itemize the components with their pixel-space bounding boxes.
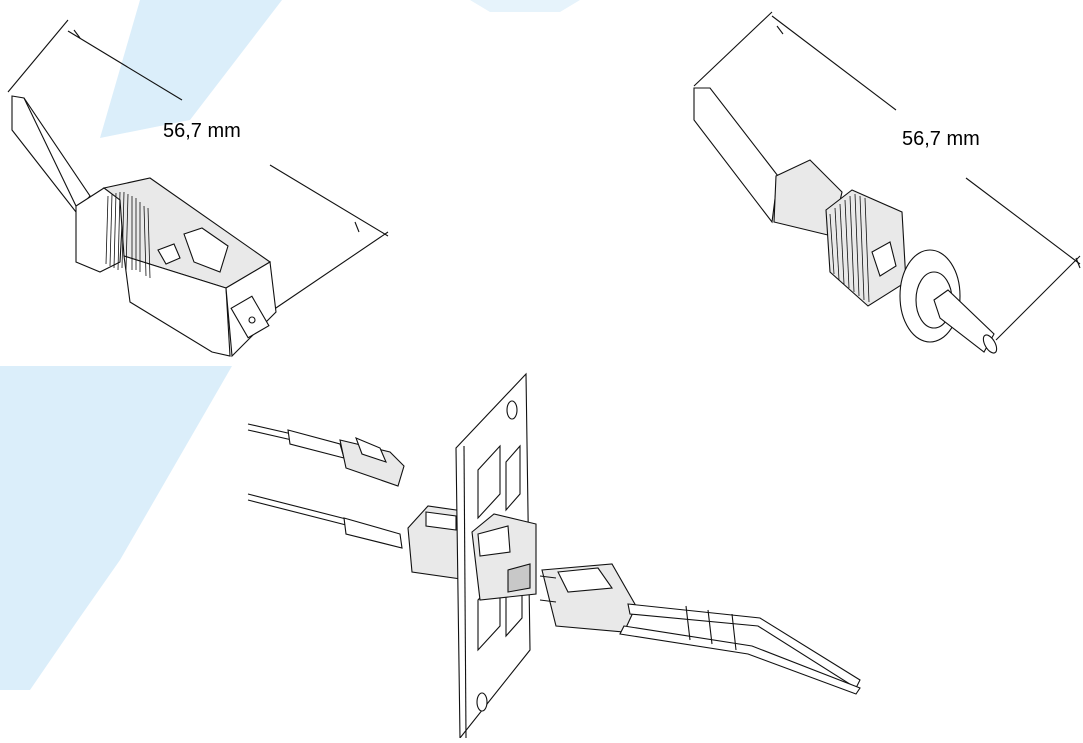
watermark-band xyxy=(0,366,232,690)
st-dim-line-top xyxy=(771,15,897,111)
panel-hole-bottom xyxy=(476,692,488,712)
sc-tick-bottom xyxy=(354,221,360,233)
lc-duplex-pin-b xyxy=(539,599,557,603)
cable-upper-a xyxy=(247,423,293,435)
cable-upper-b xyxy=(247,429,293,441)
sc-boot-edge xyxy=(23,97,77,207)
cable-mark-2 xyxy=(707,609,713,645)
st-tick-bottom xyxy=(1075,257,1081,269)
st-boot xyxy=(693,87,779,224)
sc-dim-line-bottom xyxy=(269,164,389,237)
sc-dim-line-top xyxy=(67,30,183,101)
st-nut xyxy=(825,189,907,307)
cable-lower-b xyxy=(247,499,351,527)
sc-latch xyxy=(183,227,229,273)
panel-cutout-1 xyxy=(477,444,501,520)
sc-grip-ribs xyxy=(105,191,151,279)
sc-ferrule-hole xyxy=(248,316,256,324)
sc-tick-top xyxy=(73,29,81,39)
st-dimension-label: 56,7 mm xyxy=(902,128,980,150)
lc-simplex-body xyxy=(339,439,405,487)
watermark xyxy=(0,0,580,690)
cable-mark-1 xyxy=(685,605,691,641)
lc-duplex-boot xyxy=(343,517,403,549)
st-dim-line-bottom xyxy=(965,177,1081,265)
st-connector xyxy=(693,11,1081,354)
lc-duplex-clip xyxy=(557,567,613,593)
watermark-stripe xyxy=(100,0,282,138)
sc-ext-line-left xyxy=(7,19,69,93)
sc-body-front xyxy=(123,255,231,357)
lc-simplex-boot xyxy=(287,429,345,459)
lc-duplex-pin-a xyxy=(539,575,557,579)
st-ext-line-left xyxy=(693,11,773,87)
st-tick-top xyxy=(776,25,784,35)
lc-simplex-latch xyxy=(355,437,387,463)
adapter-right-port xyxy=(507,563,531,593)
watermark-arc xyxy=(470,0,580,12)
patch-panel-edge xyxy=(463,445,467,739)
st-nut-knurl xyxy=(829,193,870,303)
st-ferrule-tip xyxy=(982,334,998,354)
sc-connector xyxy=(7,19,389,358)
sc-dimension-label: 56,7 mm xyxy=(163,120,241,142)
st-bayonet-slot xyxy=(871,241,897,277)
st-ext-line-right xyxy=(995,255,1081,341)
cable-mark-3 xyxy=(731,613,737,651)
adapter-right-clip xyxy=(477,525,511,557)
adapter-left-clip xyxy=(425,511,457,531)
panel-hole-top xyxy=(506,400,518,420)
panel-cutout-2 xyxy=(505,444,521,512)
sc-ferrule-window xyxy=(230,295,270,339)
sc-latch-slot xyxy=(157,243,181,265)
cable-lower-a xyxy=(247,493,351,521)
lc-patch-panel-assembly xyxy=(247,372,861,740)
duplex-cable-lower xyxy=(619,625,861,695)
sc-ext-line-right xyxy=(269,231,389,313)
